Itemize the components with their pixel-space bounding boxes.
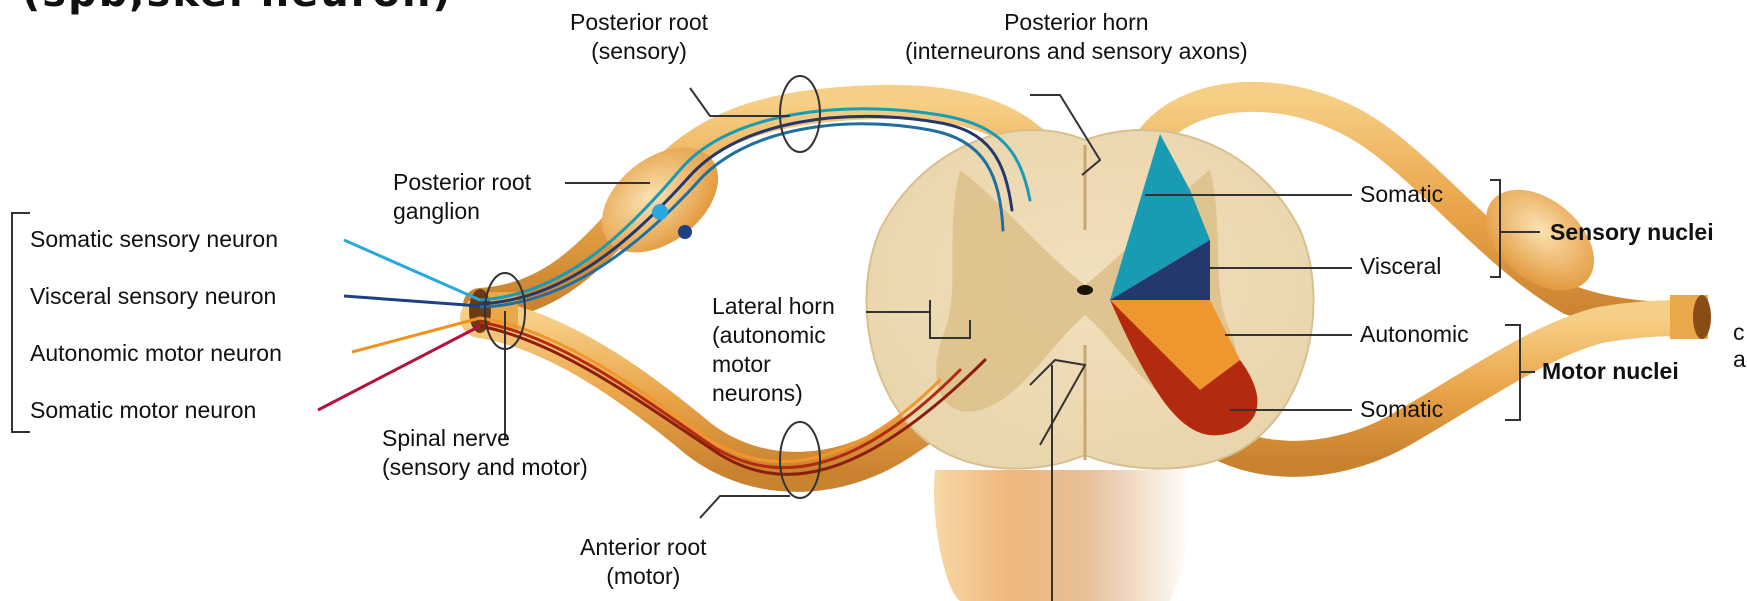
legend-line-visceral-sensory	[344, 296, 480, 306]
sensory-cell-body-1	[652, 204, 668, 220]
label-lateral-horn: Lateral horn (autonomic motor neurons)	[712, 292, 835, 408]
label-posterior-root: Posterior root (sensory)	[570, 8, 708, 66]
label-somatic-sensory-nucleus: Somatic	[1360, 180, 1443, 209]
label-edge-c: c	[1733, 318, 1745, 347]
label-spinal-nerve: Spinal nerve (sensory and motor)	[382, 424, 588, 482]
legend-label-visceral-sensory: Visceral sensory neuron	[30, 282, 276, 311]
label-visceral-nucleus: Visceral	[1360, 252, 1441, 281]
legend-label-somatic-sensory: Somatic sensory neuron	[30, 225, 278, 254]
sensory-cell-body-2	[678, 225, 692, 239]
legend-label-somatic-motor: Somatic motor neuron	[30, 396, 256, 425]
right-nerve-cut-end	[1693, 295, 1711, 339]
label-posterior-horn: Posterior horn (interneurons and sensory…	[905, 8, 1248, 66]
label-edge-a: a	[1733, 345, 1746, 374]
central-canal	[1077, 285, 1093, 295]
label-posterior-root-ganglion: Posterior root ganglion	[393, 168, 531, 226]
label-sensory-nuclei: Sensory nuclei	[1550, 218, 1714, 247]
label-autonomic-nucleus: Autonomic	[1360, 320, 1469, 349]
label-anterior-root: Anterior root (motor)	[580, 533, 707, 591]
label-somatic-motor-nucleus: Somatic	[1360, 395, 1443, 424]
legend-label-autonomic-motor: Autonomic motor neuron	[30, 339, 282, 368]
legend-line-somatic-sensory	[344, 240, 480, 300]
spinal-cord-stump	[934, 470, 1191, 601]
label-motor-nuclei: Motor nuclei	[1542, 357, 1679, 386]
